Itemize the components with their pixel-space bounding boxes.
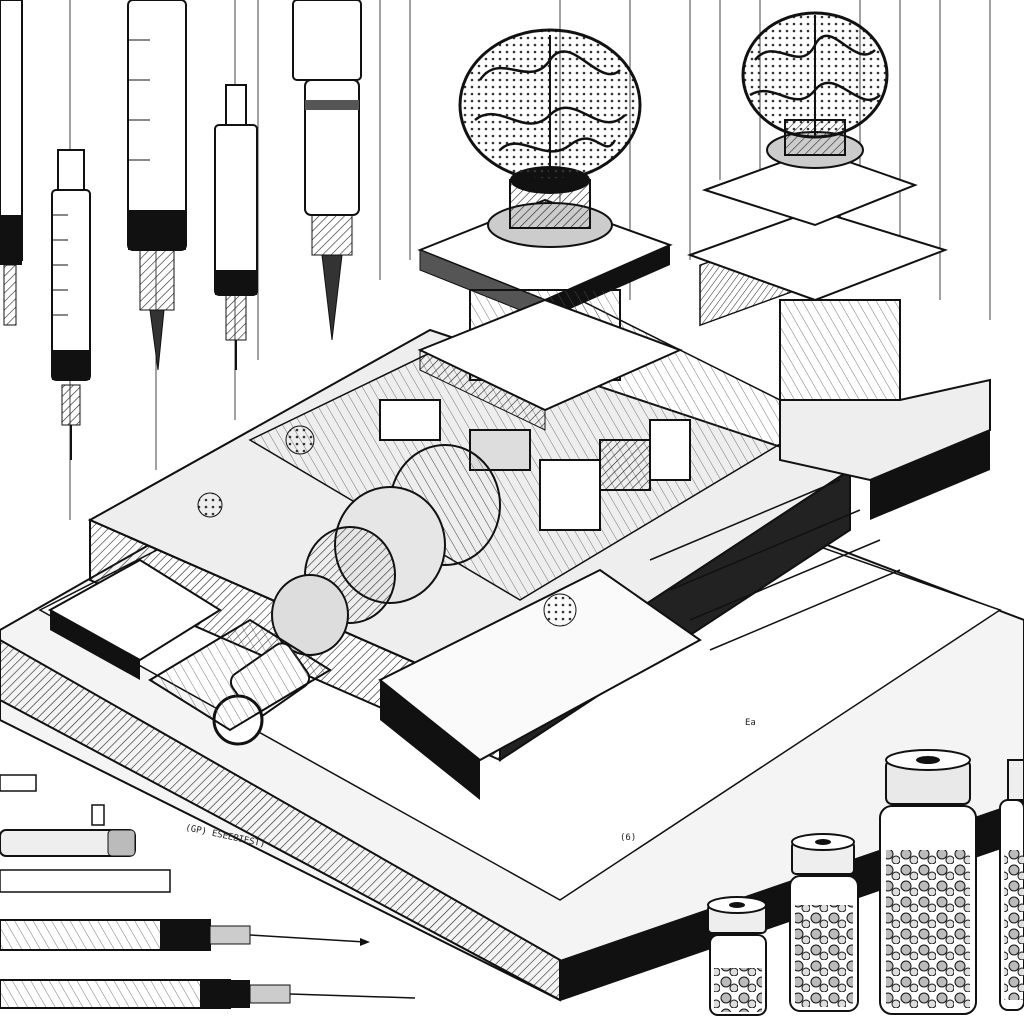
syringe-bottom-1 — [0, 774, 37, 792]
brain-left — [458, 28, 642, 182]
syringe-3 — [214, 84, 258, 370]
syringe-bottom-5 — [0, 979, 416, 1009]
syringe-left-edge — [0, 0, 23, 326]
syringe-1 — [51, 149, 91, 460]
syringe-bottom-3 — [0, 804, 171, 893]
vial-3 — [879, 749, 977, 1015]
left-stand — [47, 558, 332, 732]
syringe-4 — [292, 0, 362, 341]
vial-2 — [789, 833, 859, 1012]
side-label: (6) — [620, 833, 636, 843]
vial-4 — [999, 759, 1024, 1011]
vial-1 — [707, 896, 767, 1016]
syringe-bottom-4 — [0, 919, 370, 951]
tower-left — [417, 166, 683, 431]
syringe-bottom-2 — [0, 829, 136, 857]
tower-right — [687, 119, 991, 520]
brain-right — [741, 11, 889, 139]
tiny-label: Ea — [745, 718, 756, 728]
syringe-2 — [127, 0, 187, 371]
